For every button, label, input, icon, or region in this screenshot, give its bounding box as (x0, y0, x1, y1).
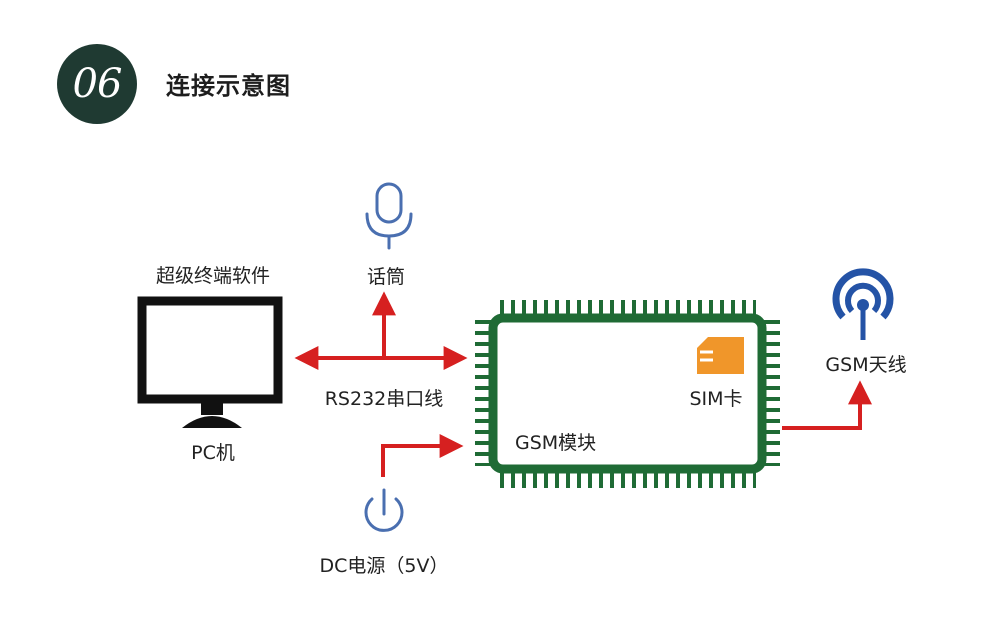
section-number: 06 (72, 61, 123, 107)
power-arrow (381, 434, 464, 477)
antenna-icon (832, 268, 894, 340)
pc-software-label: 超级终端软件 (155, 265, 271, 287)
mic-label: 话筒 (366, 266, 406, 288)
gsm-module-board (475, 300, 780, 488)
microphone-icon (365, 182, 413, 250)
antenna-arrow (782, 380, 872, 430)
serial-arrow (294, 291, 468, 370)
power-icon (364, 488, 404, 532)
pc-label: PC机 (191, 442, 235, 464)
section-number-badge: 06 (57, 44, 137, 124)
power-label: DC电源（5V） (319, 555, 449, 577)
antenna-label: GSM天线 (825, 354, 907, 376)
gsm-module-label: GSM模块 (515, 432, 597, 454)
sim-card-icon (697, 337, 744, 374)
monitor-icon (137, 296, 283, 428)
section-title: 连接示意图 (166, 72, 291, 100)
sim-label: SIM卡 (689, 388, 743, 410)
serial-cable-label: RS232串口线 (324, 388, 444, 410)
